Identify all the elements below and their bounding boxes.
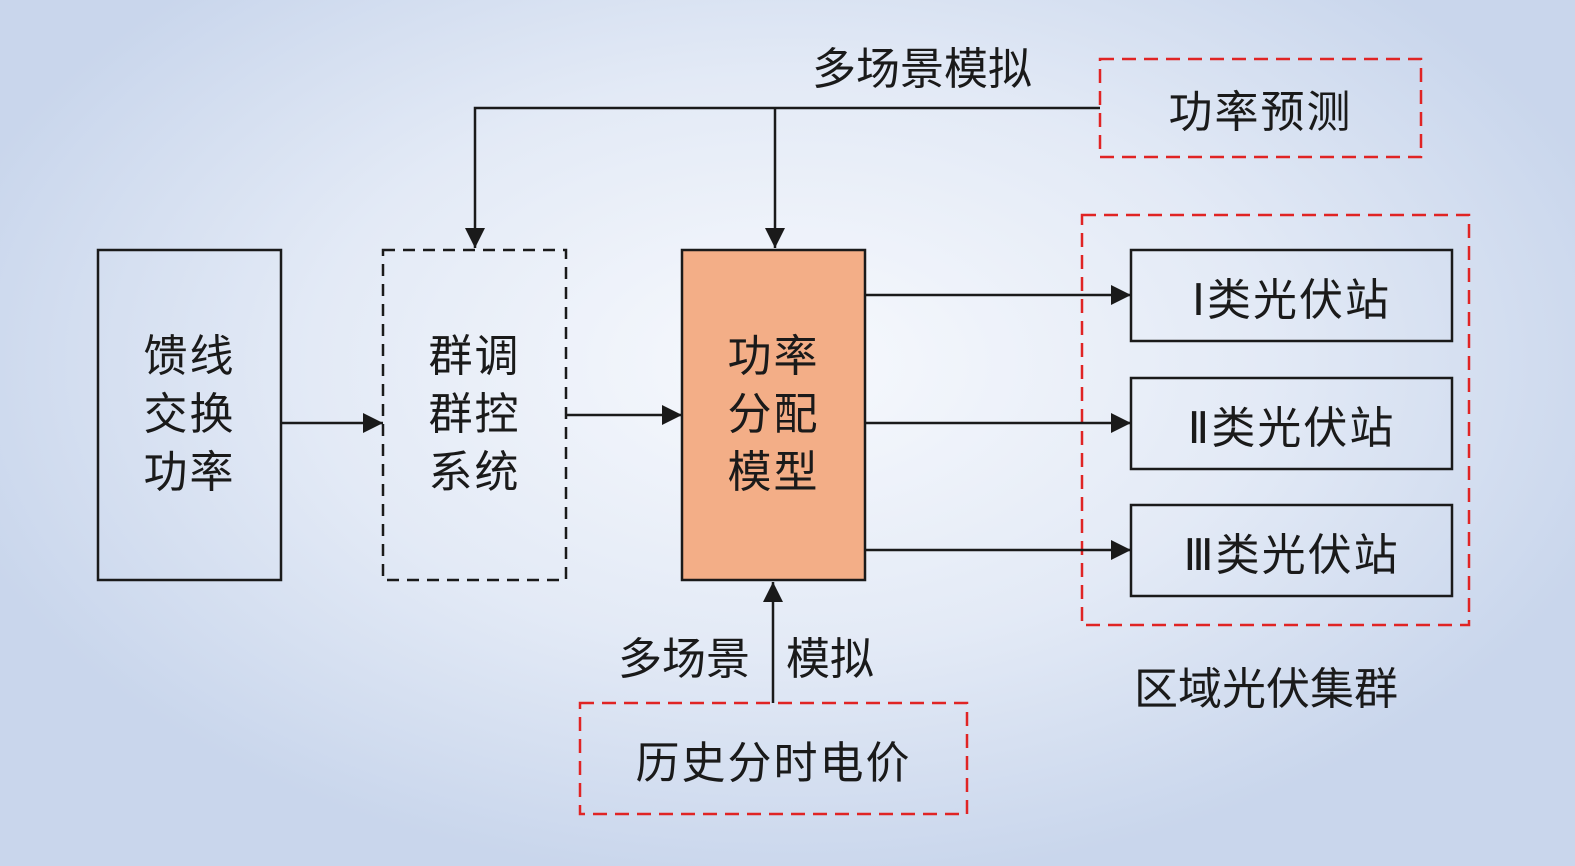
group-control-label: 群调 群控 系统 <box>383 250 566 580</box>
price-history-box <box>578 701 969 816</box>
bottom-scenario-left-label: 多场景 <box>618 634 750 685</box>
feeder-label-line-1: 馈线 <box>143 331 236 382</box>
pv-cluster-label: 区域光伏集群 <box>1134 664 1398 715</box>
bottom-scenario-right-label: 模拟 <box>786 634 874 685</box>
group-control-line-2: 群控 <box>428 389 521 440</box>
power-forecast-box <box>1098 57 1423 159</box>
allocation-model-line-3: 模型 <box>727 447 820 498</box>
feeder-power-block <box>96 248 283 582</box>
allocation-model-block <box>680 248 867 582</box>
feeder-power-label: 馈线 交换 功率 <box>98 250 281 580</box>
forecast-feed-line <box>465 106 1100 248</box>
station-label-3: Ⅲ类光伏站 <box>1183 529 1400 581</box>
allocation-model-line-2: 分配 <box>727 389 820 440</box>
pv-cluster-box <box>1080 213 1471 627</box>
feeder-label-line-3: 功率 <box>143 447 236 498</box>
power-forecast-label: 功率预测 <box>1168 87 1353 138</box>
allocation-model-label: 功率 分配 模型 <box>682 250 865 580</box>
station-label-1: Ⅰ类光伏站 <box>1192 274 1391 326</box>
feeder-label-line-2: 交换 <box>143 389 236 440</box>
top-scenario-label: 多场景模拟 <box>812 44 1032 95</box>
group-control-line-1: 群调 <box>428 331 521 382</box>
price-history-label: 历史分时电价 <box>635 737 912 789</box>
group-control-line-3: 系统 <box>428 447 521 498</box>
station-label-2: Ⅱ类光伏站 <box>1187 402 1396 454</box>
allocation-model-line-1: 功率 <box>727 331 820 382</box>
